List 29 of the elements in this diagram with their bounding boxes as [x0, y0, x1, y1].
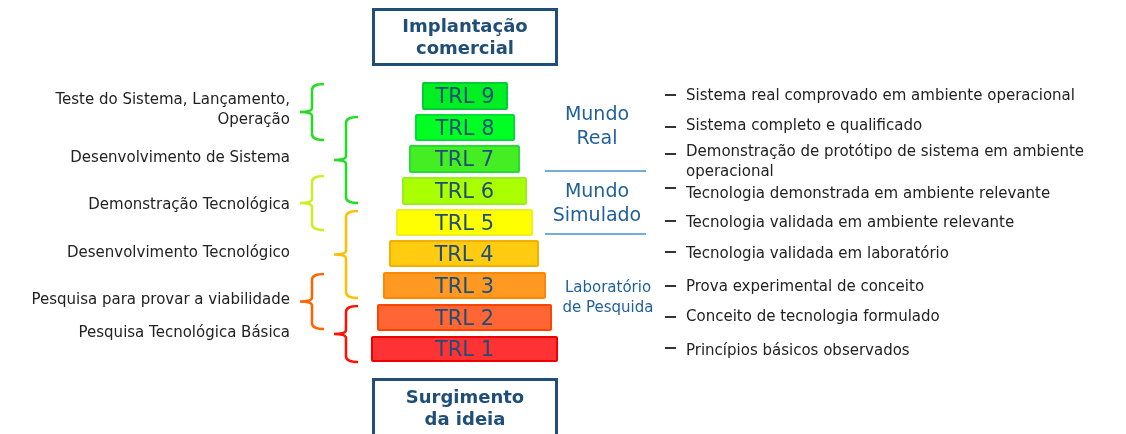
phase-label: Pesquisa Tecnológica Básica — [77, 322, 290, 342]
level-description: Conceito de tecnologia formulado — [686, 306, 941, 326]
trl-level-bar: TRL 1 — [371, 336, 558, 362]
phase-label: Pesquisa para provar a viabilidade — [30, 289, 290, 309]
trl-level-bar: TRL 5 — [396, 209, 533, 236]
trl-level-bar: TRL 2 — [377, 304, 552, 331]
trl-level-bar: TRL 7 — [409, 145, 520, 173]
environment-label: Mundo Simulado — [551, 178, 643, 226]
phase-label: Desenvolvimento de Sistema — [69, 147, 290, 167]
level-description: Demonstração de protótipo de sistema em ambiente operacional — [686, 141, 1086, 181]
stage-box: Implantação comercial — [372, 8, 558, 66]
environment-label: Laboratório de Pesquida — [561, 277, 655, 317]
trl-level-bar: TRL 8 — [415, 114, 515, 141]
phase-label: Teste do Sistema, Lançamento, Operação — [54, 89, 290, 129]
stage-box: Surgimento da ideia — [372, 378, 558, 434]
level-description: Prova experimental de conceito — [686, 276, 926, 296]
level-description: Sistema completo e qualificado — [686, 115, 924, 135]
level-description: Tecnologia demonstrada em ambiente relevante — [686, 183, 1052, 203]
phase-label: Desenvolvimento Tecnológico — [66, 242, 290, 262]
level-description: Tecnologia validada em ambiente relevante — [686, 212, 1016, 232]
environment-label: Mundo Real — [563, 101, 631, 149]
phase-label: Demonstração Tecnológica — [87, 194, 290, 214]
trl-level-bar: TRL 4 — [389, 240, 539, 267]
trl-level-bar: TRL 6 — [402, 177, 527, 205]
trl-level-bar: TRL 3 — [383, 272, 546, 299]
level-description: Tecnologia validada em laboratório — [686, 243, 950, 263]
trl-level-bar: TRL 9 — [422, 82, 508, 110]
level-description: Princípios básicos observados — [686, 340, 911, 360]
level-description: Sistema real comprovado em ambiente operacional — [686, 85, 1076, 105]
